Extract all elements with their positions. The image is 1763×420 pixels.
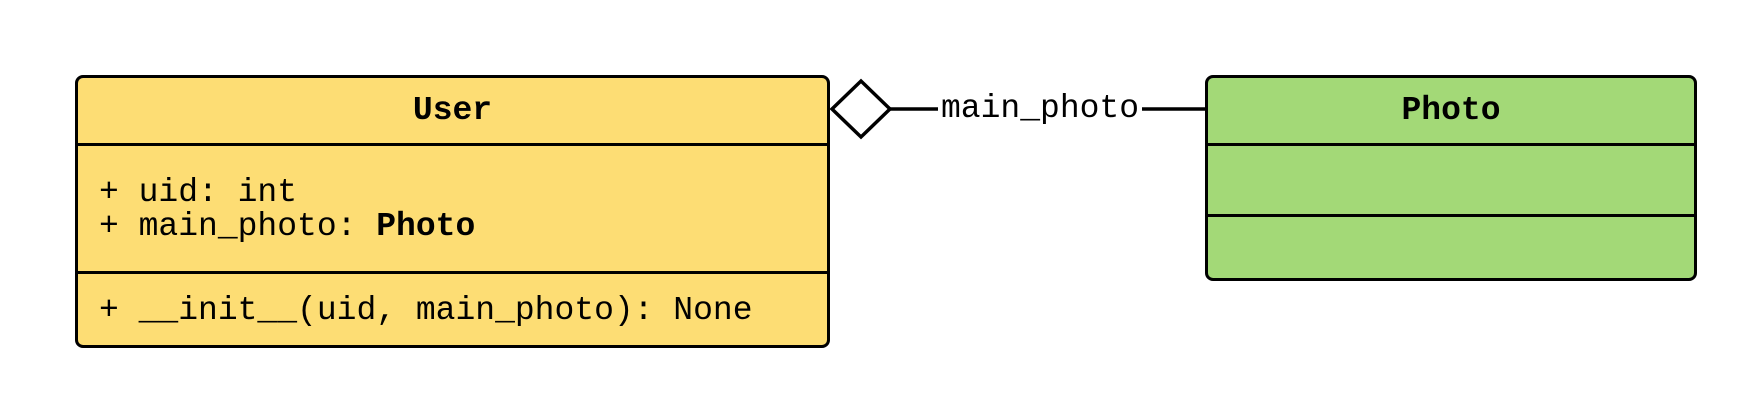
class-user-attributes: + uid: int + main_photo: Photo xyxy=(78,143,827,271)
method: + __init__(uid, main_photo): None xyxy=(99,292,753,329)
aggregation-diamond-icon xyxy=(829,78,893,140)
class-user[interactable]: User + uid: int + main_photo: Photo + __… xyxy=(75,75,830,348)
class-photo-attributes xyxy=(1208,143,1694,214)
attribute: + main_photo: Photo xyxy=(99,208,476,245)
class-photo[interactable]: Photo xyxy=(1205,75,1697,281)
class-user-title: User xyxy=(412,92,493,129)
relation-label: main_photo xyxy=(938,92,1143,126)
class-user-methods: + __init__(uid, main_photo): None xyxy=(78,271,827,345)
class-photo-methods xyxy=(1208,214,1694,278)
class-photo-title: Photo xyxy=(1401,92,1501,129)
attribute: + uid: int xyxy=(99,174,298,211)
